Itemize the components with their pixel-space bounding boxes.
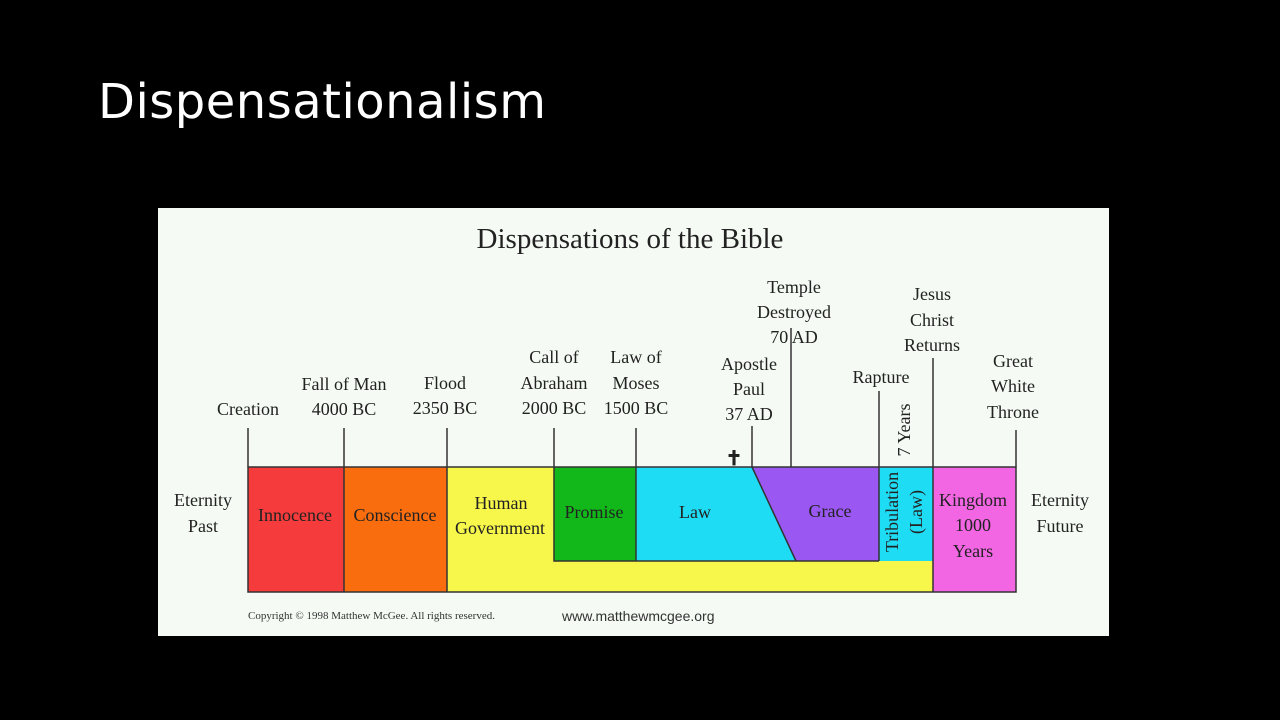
event-fall-line1: Fall of Man xyxy=(302,374,387,394)
event-paul-line3: 37 AD xyxy=(725,404,773,424)
label-grace: Grace xyxy=(809,501,852,521)
label-law: Law xyxy=(679,502,711,522)
band-grace xyxy=(752,467,879,561)
band-law xyxy=(636,467,796,561)
event-flood-line2: 2350 BC xyxy=(413,398,478,418)
event-throne-line3: Throne xyxy=(987,402,1039,422)
event-moses-line3: 1500 BC xyxy=(604,398,669,418)
event-throne-line2: White xyxy=(991,376,1035,396)
event-returns-line3: Returns xyxy=(904,335,960,355)
event-paul-line2: Paul xyxy=(733,379,765,399)
event-rapture: Rapture xyxy=(853,367,910,387)
event-creation: Creation xyxy=(217,399,279,419)
website-link: www.matthewmcgee.org xyxy=(562,608,715,624)
label-seven-years: 7 Years xyxy=(894,403,914,456)
diagram-canvas: Dispensations of the Bible xyxy=(174,223,1089,593)
label-kingdom-line1: Kingdom xyxy=(939,490,1007,510)
event-ticks xyxy=(247,328,1017,467)
slide-title: Dispensationalism xyxy=(98,74,547,130)
label-innocence: Innocence xyxy=(258,505,332,525)
label-conscience: Conscience xyxy=(354,505,437,525)
label-government-line1: Human xyxy=(475,493,528,513)
event-moses-line2: Moses xyxy=(612,373,659,393)
band-kingdom xyxy=(933,467,1016,592)
event-returns-line1: Jesus xyxy=(913,284,951,304)
event-temple-line2: Destroyed xyxy=(757,302,831,322)
band-outlines xyxy=(247,466,1017,593)
label-kingdom-line3: Years xyxy=(953,541,993,561)
event-returns-line2: Christ xyxy=(910,310,954,330)
label-government-line2: Government xyxy=(455,518,545,538)
copyright-notice: Copyright © 1998 Matthew McGee. All righ… xyxy=(248,610,495,622)
band-tribulation xyxy=(879,467,933,561)
cross-icon: ✝ xyxy=(726,448,743,470)
eternity-past-line1: Eternity xyxy=(174,490,232,510)
event-abraham-line2: Abraham xyxy=(521,373,588,393)
label-tribulation-law: (Law) xyxy=(906,490,927,534)
diagram-title: Dispensations of the Bible xyxy=(477,223,784,255)
event-abraham-line3: 2000 BC xyxy=(522,398,587,418)
eternity-past-line2: Past xyxy=(188,516,218,536)
event-temple-line3: 70 AD xyxy=(770,327,818,347)
event-fall-line2: 4000 BC xyxy=(312,399,377,419)
label-kingdom-line2: 1000 xyxy=(955,515,991,535)
label-tribulation: Tribulation xyxy=(882,472,902,552)
dispensations-diagram: Dispensations of the Bible xyxy=(158,208,1109,636)
event-flood-line1: Flood xyxy=(424,373,466,393)
label-promise: Promise xyxy=(564,502,623,522)
band-conscience xyxy=(344,467,447,592)
eternity-future-line1: Eternity xyxy=(1031,490,1089,510)
band-innocence xyxy=(248,467,344,592)
eternity-future-line2: Future xyxy=(1037,516,1084,536)
band-promise xyxy=(554,467,636,561)
event-temple-line1: Temple xyxy=(767,277,821,297)
event-abraham-line1: Call of xyxy=(529,347,579,367)
event-moses-line1: Law of xyxy=(610,347,661,367)
event-throne-line1: Great xyxy=(993,351,1033,371)
event-paul-line1: Apostle xyxy=(721,354,777,374)
